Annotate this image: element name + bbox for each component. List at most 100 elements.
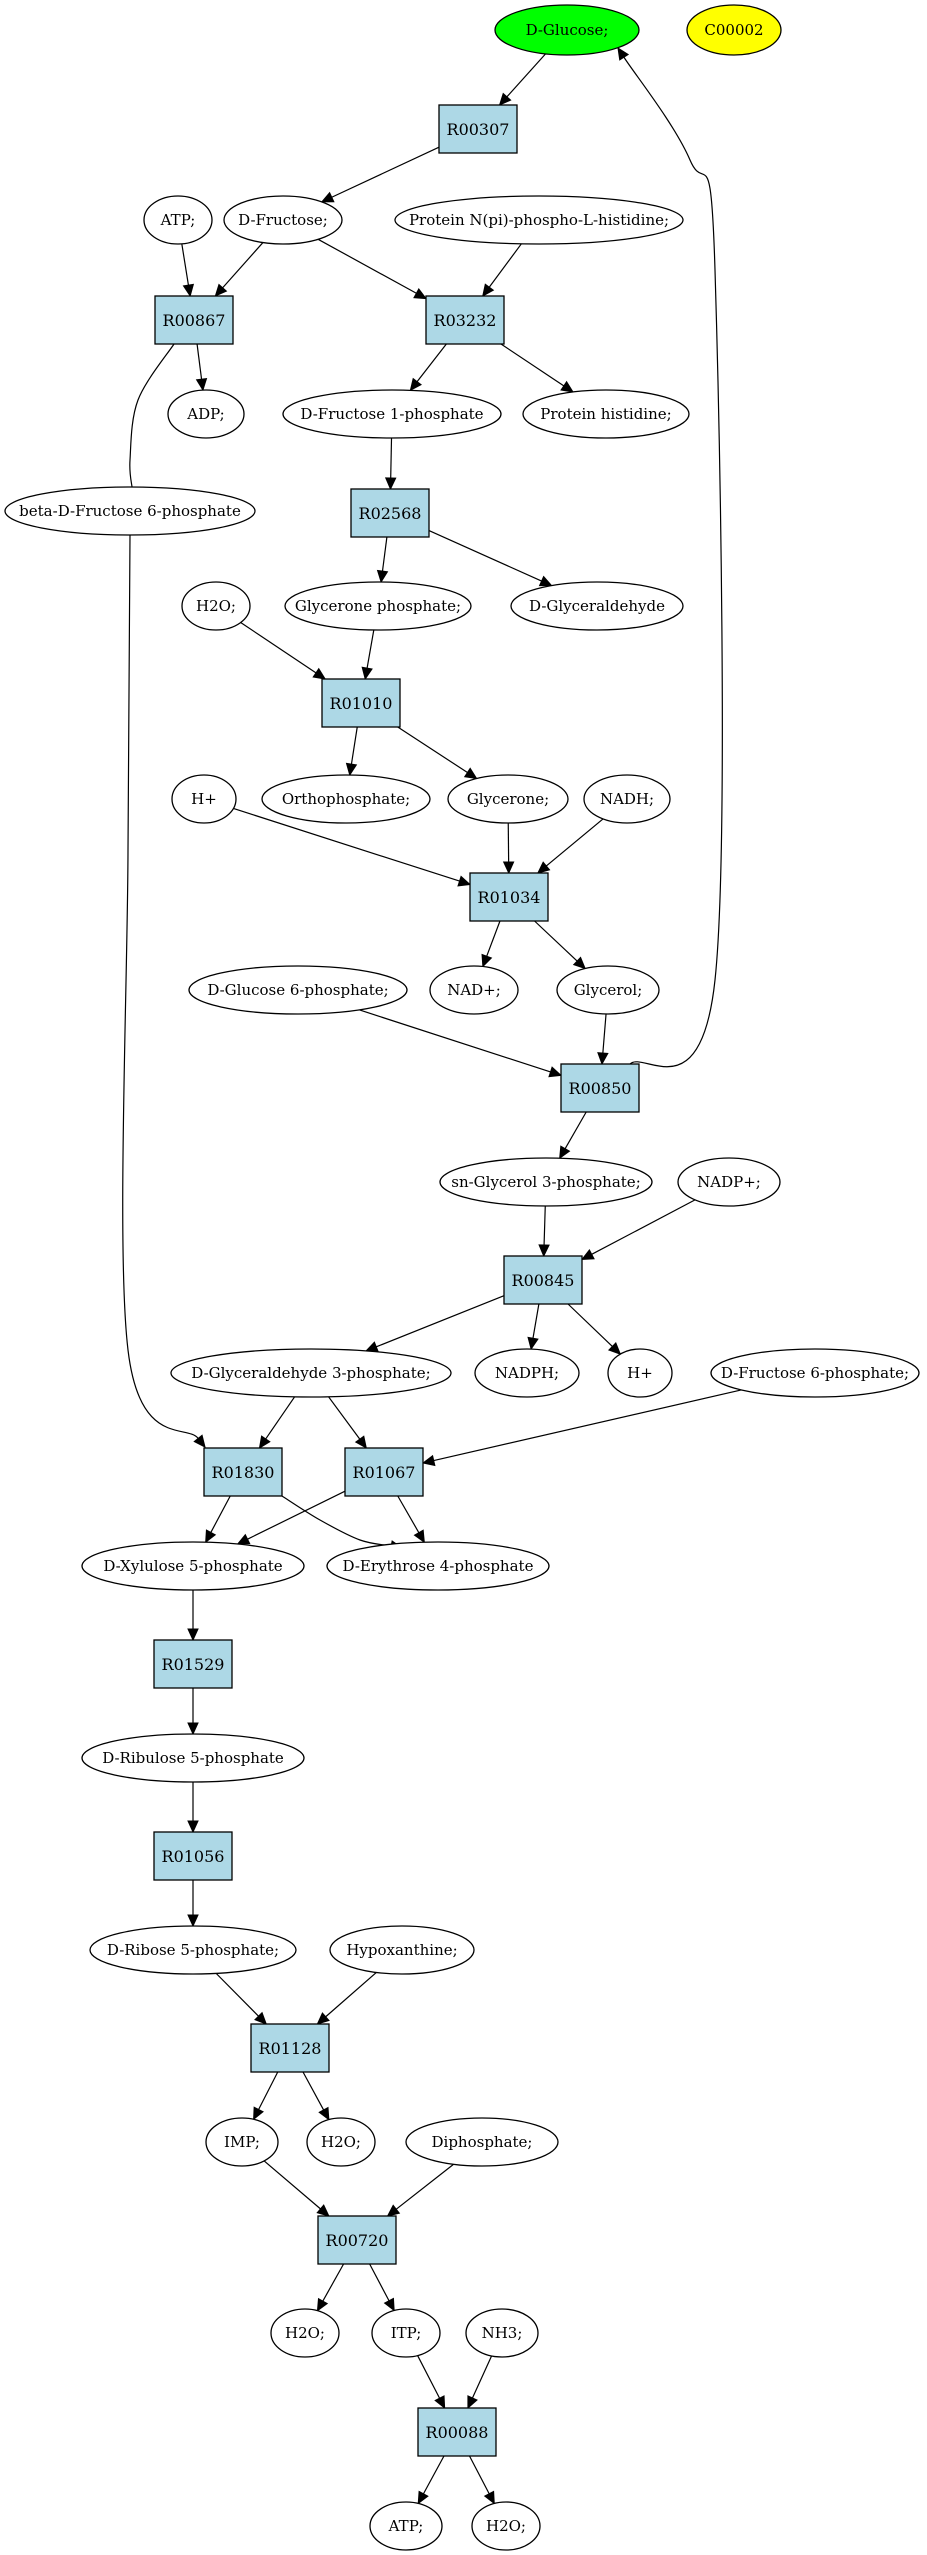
compound-label: D-Erythrose 4-phosphate (343, 1557, 534, 1575)
reaction-label: R00088 (426, 2423, 489, 2442)
reaction-box (153, 1831, 233, 1881)
compound-label: ITP; (391, 2324, 422, 2342)
compound-ellipse (556, 965, 660, 1015)
compound-ellipse (371, 2308, 441, 2358)
reaction-node-r00867: R00867 (154, 295, 234, 345)
compound-label: H2O; (196, 597, 236, 615)
compound-ellipse (143, 195, 213, 245)
compound-node-glucose: D-Glucose; (494, 4, 640, 56)
compound-ellipse (394, 195, 684, 245)
compound-ellipse (270, 2308, 340, 2358)
edge-ga3p-to-r01067-arrowhead (354, 1435, 368, 1449)
compound-node-hplus1: H+ (171, 774, 237, 824)
compound-ellipse (188, 965, 408, 1015)
reaction-box (560, 1063, 640, 1113)
compound-ellipse (223, 195, 343, 245)
edge-hypox-to-r01128 (325, 1971, 377, 2018)
edge-h2o_a-to-r01010-arrowhead (312, 667, 327, 680)
compound-node-c00002: C00002 (686, 4, 782, 56)
compound-ellipse (261, 774, 431, 824)
compound-node-prothis: Protein histidine; (522, 389, 690, 439)
reaction-node-r01529: R01529 (153, 1639, 233, 1689)
compound-node-fru1p: D-Fructose 1-phosphate (282, 389, 502, 439)
compound-node-r5p: D-Ribose 5-phosphate; (89, 1925, 297, 1975)
compound-node-h2o-a: H2O; (181, 581, 251, 631)
compound-ellipse (170, 1348, 452, 1398)
reaction-box (438, 104, 518, 154)
edges-layer (122, 46, 742, 2505)
edge-glycerone-to-r01034-arrowhead (502, 861, 515, 875)
edge-diphos-to-r00720 (395, 2163, 454, 2210)
edge-r00307-to-fructose (331, 146, 440, 198)
reaction-label: R00845 (512, 1271, 575, 1290)
compound-node-fru6p: D-Fructose 6-phosphate; (710, 1348, 920, 1398)
compound-label: D-Fructose; (238, 211, 328, 229)
reaction-label: R01056 (162, 1847, 225, 1866)
reaction-box (417, 2407, 497, 2457)
edge-atp1-to-r00867-arrowhead (182, 283, 195, 298)
compound-label: H2O; (285, 2324, 325, 2342)
edge-r5p-to-r01128 (215, 1972, 259, 2017)
edge-r01830-to-xu5p (210, 1495, 231, 1533)
compound-ellipse (4, 486, 256, 536)
reaction-node-r01128: R01128 (250, 2023, 330, 2073)
compound-label: ATP; (388, 2517, 424, 2535)
compound-label: D-Fructose 6-phosphate; (721, 1364, 909, 1382)
edge-fructose-to-r03232-arrowhead (413, 287, 428, 300)
reaction-label: R01067 (353, 1463, 416, 1482)
edge-r01830-to-e4p (281, 1495, 392, 1547)
edge-glc6p-to-r00850-arrowhead (548, 1066, 563, 1078)
compound-node-adp: ADP; (167, 389, 245, 439)
compound-node-sng3p: sn-Glycerol 3-phosphate; (439, 1157, 653, 1207)
edge-ga3p-to-r01067 (328, 1396, 361, 1440)
compound-node-glycerol: Glycerol; (556, 965, 660, 1015)
edge-r00088-to-h2o_d (468, 2455, 490, 2494)
compound-ellipse (494, 4, 640, 56)
edge-imp-to-r00720 (263, 2160, 321, 2210)
edge-bfru6p-to-r01830 (122, 534, 199, 1439)
compound-ellipse (583, 774, 671, 824)
reaction-box (203, 1447, 283, 1497)
reaction-node-r01034: R01034 (469, 872, 549, 922)
reaction-box (250, 2023, 330, 2073)
edge-r01529-to-ru5p-arrowhead (187, 1722, 199, 1736)
compound-label: Glycerone; (467, 790, 549, 808)
compound-node-bfru6p: beta-D-Fructose 6-phosphate (4, 486, 256, 536)
reaction-label: R00850 (569, 1079, 632, 1098)
edge-r01067-to-e4p-arrowhead (413, 1529, 425, 1544)
compound-node-atp2: ATP; (369, 2501, 443, 2551)
compound-node-imp: IMP; (205, 2117, 279, 2167)
compound-node-dglyald: D-Glyceraldehyde (510, 581, 684, 631)
compound-ellipse (510, 581, 684, 631)
edge-r02568-to-glycp-arrowhead (376, 569, 389, 584)
edge-atp1-to-r00867 (181, 243, 190, 286)
reaction-node-r01056: R01056 (153, 1831, 233, 1881)
compound-ellipse (181, 581, 251, 631)
edge-r01010-to-orthop (350, 726, 358, 765)
compound-label: D-Xylulose 5-phosphate (103, 1557, 282, 1575)
compound-label: IMP; (224, 2133, 260, 2151)
compound-ellipse (686, 4, 782, 56)
edge-r01034-to-nadplus (486, 920, 501, 957)
reaction-box (503, 1255, 583, 1305)
edge-nadpplus-to-r00845 (591, 1199, 696, 1255)
edge-hplus1-to-r01034 (233, 807, 460, 882)
compound-ellipse (465, 2308, 539, 2358)
compound-ellipse (447, 774, 569, 824)
compound-label: ADP; (186, 405, 224, 423)
compound-node-itp: ITP; (371, 2308, 441, 2358)
compound-node-atp1: ATP; (143, 195, 213, 245)
reaction-node-r00850: R00850 (560, 1063, 640, 1113)
edge-r01034-to-nadplus-arrowhead (481, 953, 493, 968)
edge-fru6p-to-r01067 (433, 1389, 742, 1462)
compound-ellipse (522, 389, 690, 439)
edge-r01128-to-imp-arrowhead (253, 2106, 264, 2121)
compound-ellipse (329, 1925, 475, 1975)
edge-r00845-to-hplus2 (567, 1303, 613, 1347)
compound-label: Glycerol; (574, 981, 643, 999)
compound-ellipse (306, 2117, 376, 2167)
edge-ga3p-to-r01830 (265, 1396, 296, 1440)
edge-nadh-to-r01034 (545, 818, 604, 867)
compound-node-nadh: NADH; (583, 774, 671, 824)
